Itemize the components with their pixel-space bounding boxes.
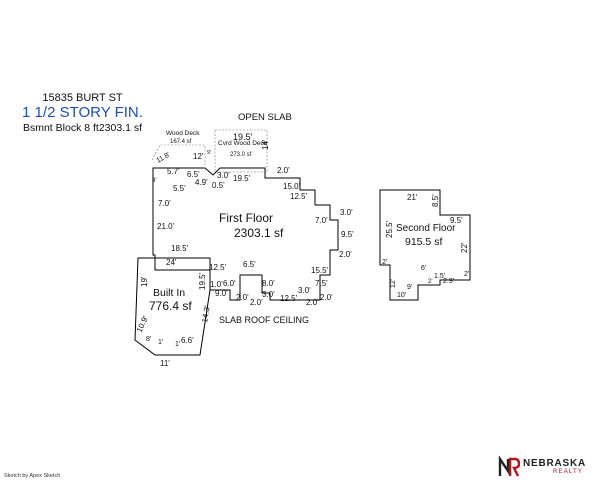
dim-deck-9: 9' — [207, 150, 211, 156]
dim-7-0a: 7.0' — [315, 216, 328, 225]
slab-roof-label: SLAB ROOF CEILING — [219, 315, 309, 325]
dim-1a: 1' — [158, 339, 163, 346]
covered-deck-area: 273.0 sf — [230, 152, 252, 158]
second-floor-label: Second Floor — [396, 223, 456, 234]
dim-deck-right: 14' — [261, 139, 270, 150]
dim-2-0a: 2.0' — [277, 166, 290, 175]
dim-6-5b: 6.5' — [243, 260, 256, 269]
dim-19-5a: 19.5' — [233, 174, 251, 183]
dim-2-0c: 2.0' — [236, 293, 249, 302]
wood-deck-label: Wood Deck — [166, 130, 200, 137]
wood-deck-area: 167.4 sf — [170, 139, 192, 145]
dim-s25-5: 25.5' — [385, 220, 394, 238]
dim-24: 24' — [166, 258, 177, 267]
dim-21-0: 21.0' — [157, 222, 175, 231]
dim-6-0: 6.0' — [223, 279, 236, 288]
dim-2-0e: 2.0' — [306, 298, 319, 307]
sketch-credit: Sketch by Apex Sketch — [4, 473, 61, 479]
dim-0-5: 0.5' — [212, 181, 225, 190]
dim-s10: 10' — [397, 292, 406, 299]
dim-s2b: 2' — [428, 279, 432, 285]
dim-s8-5: 8.5' — [431, 194, 440, 207]
built-in-label: Built In — [153, 287, 185, 299]
first-floor-label: First Floor — [219, 211, 273, 225]
dim-5-7: 5.7' — [167, 167, 180, 176]
built-in-outline — [134, 257, 211, 356]
dim-s6: 6' — [421, 265, 426, 272]
dim-11: 11' — [160, 359, 170, 368]
dim-10-9: 10.9' — [135, 314, 151, 334]
brand-subtitle: REALTY — [553, 469, 584, 475]
dim-deck-top: 19.5' — [233, 132, 253, 142]
dim-2-0d: 2.0' — [250, 298, 263, 307]
nr-logo-icon — [498, 456, 520, 477]
dim-s9-5: 9.5' — [450, 216, 463, 225]
dim-s2c: 2' — [464, 271, 469, 278]
dim-s2-9: 2.9' — [443, 278, 454, 285]
dim-2-0b: 2.0' — [339, 250, 352, 259]
dim-1-0: 1.0' — [210, 280, 223, 289]
dim-s22: 22' — [460, 242, 469, 253]
second-floor-outline — [379, 189, 471, 301]
dim-6-5: 6.5' — [187, 170, 200, 179]
dim-s12: 12' — [390, 279, 397, 288]
nebraska-realty-logo: NEBRASKA REALTY — [498, 456, 598, 480]
dim-s1-5: 1.5' — [434, 273, 445, 280]
dim-12-5a: 12.5' — [290, 192, 308, 201]
dim-1b: 1' — [175, 341, 180, 348]
covered-deck-outline — [214, 129, 268, 173]
dim-18-5: 18.5' — [171, 244, 189, 253]
dim-15-5: 15.5' — [311, 266, 329, 275]
dim-3-0a: 3.0' — [217, 171, 230, 180]
dim-12-5b: 12.5' — [209, 263, 227, 272]
brand-name: NEBRASKA — [523, 458, 587, 469]
built-in-area: 776.4 sf — [149, 299, 192, 313]
dim-3-0d: 3.0' — [298, 286, 311, 295]
dim-11-8: 11.8' — [156, 151, 172, 164]
story-title: 1 1/2 STORY FIN. — [22, 104, 143, 121]
dim-8b: 8' — [146, 336, 151, 343]
dim-deck-12: 12' — [193, 152, 204, 161]
dim-3-0c: 3.0' — [262, 290, 275, 299]
dim-6-6: 6.6' — [181, 336, 194, 345]
dim-8-0: 8.0' — [262, 279, 275, 288]
dim-2-0f: 2.0' — [320, 293, 333, 302]
wood-deck-outline — [151, 144, 206, 165]
dim-s9: 9' — [407, 284, 412, 291]
second-floor-area: 915.5 sf — [405, 236, 442, 248]
dim-9-0: 9.0' — [215, 289, 228, 298]
dim-3-0b: 3.0' — [340, 208, 353, 217]
first-floor-outline — [152, 167, 339, 301]
dim-15-0: 15.0' — [283, 182, 301, 191]
open-slab-label: OPEN SLAB — [238, 112, 292, 123]
dim-4-9: 4.9' — [195, 178, 208, 187]
dim-s21: 21' — [407, 193, 418, 202]
address-text: 15835 BURT ST — [42, 92, 123, 104]
dim-19: 19' — [140, 276, 149, 287]
first-floor-area: 2303.1 sf — [234, 226, 284, 240]
dim-12-5c: 12.5' — [280, 294, 298, 303]
dim-s2a: 2' — [382, 259, 387, 266]
dim-14-3: 14.3' — [200, 304, 212, 323]
covered-deck-label: Cvrd Wood Deck — [218, 140, 268, 147]
dim-9-5: 9.5' — [341, 230, 354, 239]
dim-8: 8' — [152, 178, 156, 184]
dim-7-5: 7.5' — [315, 279, 328, 288]
basement-text: Bsmnt Block 8 ft2303.1 sf — [22, 122, 143, 134]
dim-7-0b: 7.0' — [158, 199, 171, 208]
dim-19-5b: 19.5' — [198, 272, 207, 290]
dim-5-5: 5.5' — [173, 184, 186, 193]
